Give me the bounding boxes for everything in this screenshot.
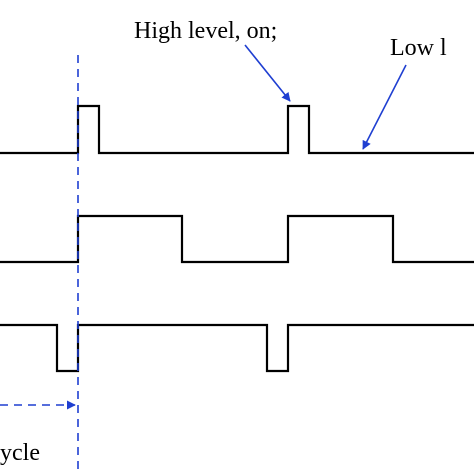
waveform-2 (0, 214, 474, 264)
waveform-3 (0, 323, 474, 373)
high-level-arrow (244, 44, 291, 102)
cycle-label: ycle (0, 440, 40, 466)
low-level-arrow (362, 64, 407, 150)
waveform-1 (0, 104, 474, 155)
high-level-label: High level, on; (134, 18, 277, 44)
low-level-label: Low l (390, 35, 447, 61)
